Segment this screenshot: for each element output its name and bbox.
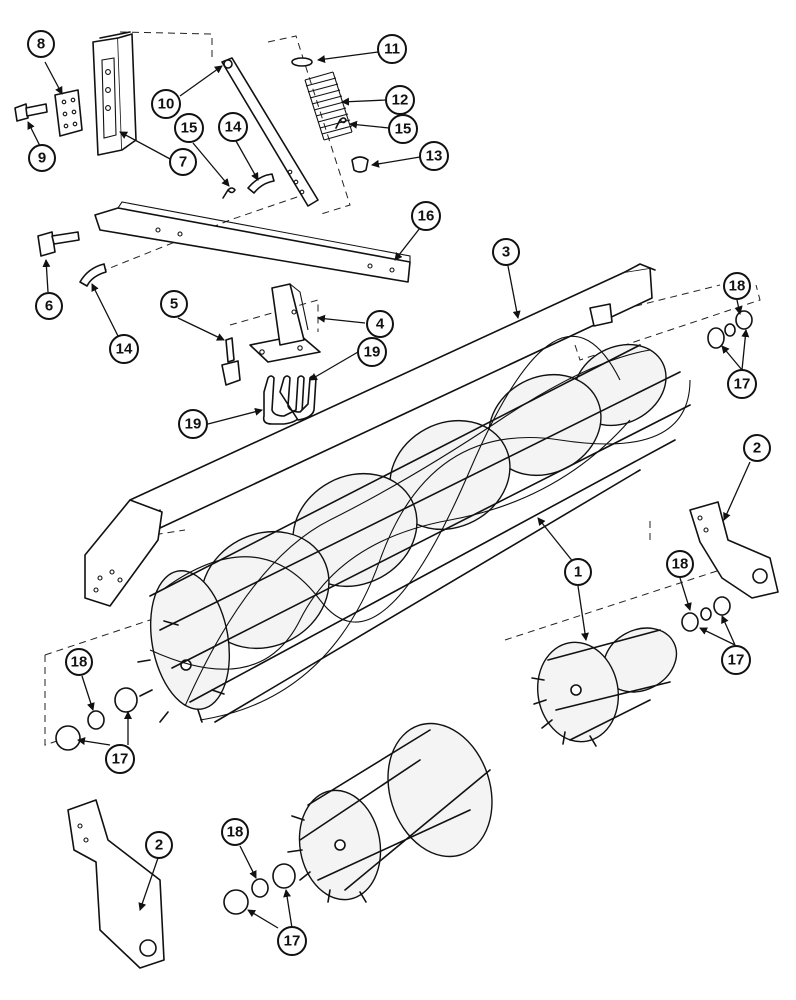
callout-18-top-right: 18 [723, 272, 751, 300]
fitting-part-5 [221, 337, 241, 386]
callout-4: 4 [366, 310, 394, 338]
bearing-group-right [681, 596, 731, 632]
u-bolts-part-19 [262, 375, 317, 425]
side-bracket-left-part-2 [67, 799, 165, 969]
sleeve-part-14-lower [79, 263, 107, 287]
block-part-6 [37, 231, 80, 257]
svg-text:12: 12 [392, 92, 409, 109]
svg-text:11: 11 [384, 41, 400, 58]
callout-17-left: 17 [105, 744, 135, 774]
bracket-part-4 [249, 283, 321, 363]
svg-text:7: 7 [179, 154, 187, 171]
callout-18-right: 18 [666, 550, 694, 578]
svg-text:13: 13 [426, 148, 443, 165]
callout-16: 16 [411, 201, 441, 231]
svg-text:19: 19 [364, 344, 381, 361]
callout-18-bottom: 18 [221, 818, 249, 846]
callout-9: 9 [28, 144, 56, 172]
bearing-group-top-right [707, 310, 753, 349]
callout-6: 6 [35, 292, 63, 320]
svg-text:9: 9 [38, 150, 46, 167]
callout-12: 12 [385, 85, 415, 115]
svg-text:17: 17 [112, 751, 129, 768]
svg-text:17: 17 [728, 652, 745, 669]
svg-text:18: 18 [71, 654, 88, 671]
svg-text:10: 10 [158, 96, 175, 113]
pin-part-15-left [222, 187, 236, 199]
callout-17-right: 17 [721, 645, 751, 675]
callout-1: 1 [564, 558, 592, 586]
callout-2-right: 2 [743, 434, 771, 462]
roller-cage-part-1 [137, 336, 691, 723]
bearing-group-bottom [223, 863, 296, 915]
svg-text:19: 19 [185, 416, 202, 433]
callout-19-right: 19 [357, 337, 387, 367]
callout-7: 7 [169, 148, 197, 176]
svg-text:15: 15 [395, 121, 412, 138]
bracket-part-7 [92, 31, 137, 156]
callout-15-left: 15 [174, 113, 204, 143]
bolt-part-9 [14, 103, 48, 122]
bearing-group-left [55, 687, 138, 751]
spring-part-12 [304, 71, 353, 141]
svg-text:18: 18 [672, 556, 689, 573]
roller-cage-small-right [531, 627, 678, 747]
svg-text:3: 3 [502, 244, 510, 261]
rod-part-10 [221, 57, 319, 207]
svg-text:14: 14 [116, 341, 133, 358]
callout-18-left: 18 [65, 648, 93, 676]
sleeve-part-14-upper [247, 173, 275, 194]
svg-text:2: 2 [753, 440, 761, 457]
frame-bar-part-3 [84, 263, 656, 607]
bar-part-16 [94, 201, 411, 283]
callout-5: 5 [160, 290, 188, 318]
callout-17-top-right: 17 [727, 369, 757, 399]
callout-3: 3 [492, 238, 520, 266]
svg-text:17: 17 [284, 933, 301, 950]
side-bracket-right-part-2 [689, 501, 779, 599]
pin-part-15-right [335, 117, 347, 129]
callout-14-upper: 14 [218, 112, 248, 142]
svg-text:1: 1 [574, 564, 582, 581]
callout-11: 11 [377, 34, 407, 64]
callout-14-lower: 14 [109, 334, 139, 364]
svg-text:4: 4 [376, 316, 385, 333]
callout-19-left: 19 [178, 409, 208, 439]
svg-text:18: 18 [227, 824, 244, 841]
callout-10: 10 [151, 89, 181, 119]
svg-text:6: 6 [45, 298, 53, 315]
leader-lines [27, 51, 751, 929]
callout-15-right: 15 [388, 114, 418, 144]
svg-text:18: 18 [729, 278, 746, 295]
svg-text:17: 17 [734, 376, 751, 393]
svg-text:15: 15 [181, 120, 198, 137]
plate-part-8 [54, 89, 83, 137]
roller-cage-small-bottom [287, 722, 493, 903]
callout-13: 13 [419, 141, 449, 171]
svg-text:8: 8 [37, 36, 45, 53]
svg-text:14: 14 [225, 119, 242, 136]
callout-17-bottom: 17 [277, 926, 307, 956]
svg-text:2: 2 [155, 837, 163, 854]
knob-part-13 [351, 156, 369, 173]
svg-text:16: 16 [418, 208, 435, 225]
callout-8: 8 [27, 30, 55, 58]
washer-part-11 [291, 57, 313, 67]
callout-2-left: 2 [145, 831, 173, 859]
svg-text:5: 5 [170, 296, 178, 313]
